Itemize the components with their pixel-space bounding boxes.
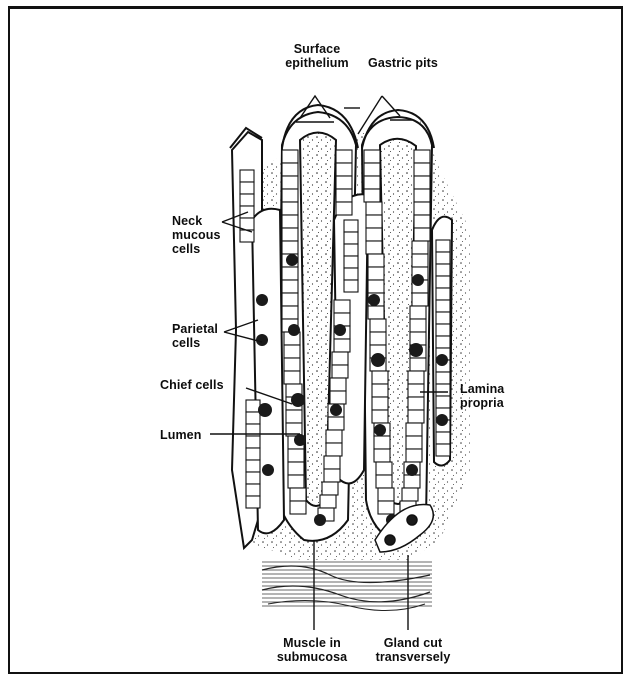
label-line: Surface bbox=[272, 42, 362, 56]
label-line: Gastric pits bbox=[368, 56, 438, 70]
label-surface-epithelium: Surface epithelium bbox=[272, 42, 362, 70]
label-chief-cells: Chief cells bbox=[160, 378, 224, 392]
label-line: submucosa bbox=[262, 650, 362, 664]
label-neck-mucous-cells: Neck mucous cells bbox=[172, 214, 221, 256]
label-line: propria bbox=[460, 396, 504, 410]
label-line: epithelium bbox=[272, 56, 362, 70]
label-gastric-pits: Gastric pits bbox=[368, 56, 438, 70]
label-line: Lamina bbox=[460, 382, 504, 396]
label-lumen: Lumen bbox=[160, 428, 201, 442]
label-line: cells bbox=[172, 242, 221, 256]
label-line: mucous bbox=[172, 228, 221, 242]
label-parietal-cells: Parietal cells bbox=[172, 322, 218, 350]
label-line: Neck bbox=[172, 214, 221, 228]
label-gland-cut-transversely: Gland cut transversely bbox=[368, 636, 458, 664]
label-line: cells bbox=[172, 336, 218, 350]
label-line: Muscle in bbox=[262, 636, 362, 650]
label-line: transversely bbox=[368, 650, 458, 664]
label-line: Parietal bbox=[172, 322, 218, 336]
submucosa-muscle bbox=[262, 560, 432, 611]
label-line: Lumen bbox=[160, 428, 201, 442]
label-line: Gland cut bbox=[368, 636, 458, 650]
label-lamina-propria: Lamina propria bbox=[460, 382, 504, 410]
label-line: Chief cells bbox=[160, 378, 224, 392]
label-muscle-in-submucosa: Muscle in submucosa bbox=[262, 636, 362, 664]
